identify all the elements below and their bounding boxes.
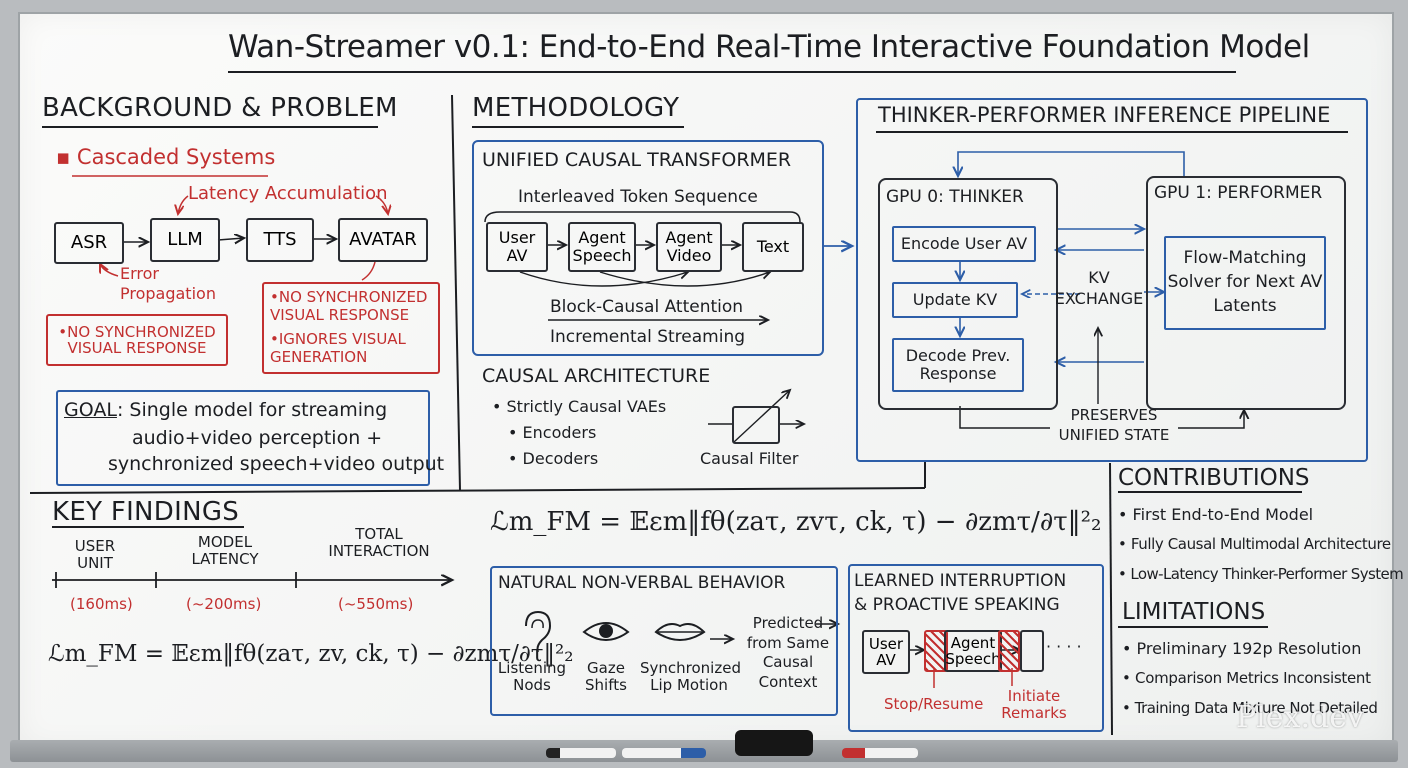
thinker-title: GPU 0: THINKER: [886, 187, 1024, 207]
tts-box: TTS: [246, 218, 314, 262]
continuation-dots: · · · ·: [1046, 637, 1082, 656]
goal-label: GOAL: [64, 399, 117, 421]
loss-equation-left: ℒm_FM = 𝔼εm‖fθ(zaτ, zv, ck, τ) − ∂zmτ/∂τ…: [48, 641, 574, 667]
whiteboard: [18, 12, 1394, 748]
contribution-3: • Low-Latency Thinker-Performer System: [1118, 565, 1404, 583]
encoders-item: • Encoders: [508, 423, 597, 442]
sequence-label: Interleaved Token Sequence: [518, 187, 758, 207]
findings-heading: KEY FINDINGS: [52, 497, 240, 527]
eraser[interactable]: [735, 730, 813, 756]
error-propagation: Error Propagation: [120, 264, 216, 303]
right-red-note: •NO SYNCHRONIZED VISUAL RESPONSE •IGNORE…: [262, 282, 440, 374]
total-interaction-label: TOTAL INTERACTION: [328, 525, 430, 560]
token-text: Text: [742, 222, 804, 272]
total-interaction-value: (~550ms): [338, 595, 414, 613]
interruption-heading-2: & PROACTIVE SPEAKING: [854, 595, 1060, 615]
thinker-box: [878, 178, 1058, 410]
red-marker[interactable]: [842, 748, 918, 758]
interruption-box: [848, 564, 1104, 732]
vae-item: • Strictly Causal VAEs: [492, 397, 667, 416]
lip-motion: Synchronized Lip Motion: [640, 659, 741, 694]
loss-equation-center: ℒm_FM = 𝔼εm‖fθ(zaτ, zvτ, ck, τ) − ∂zmτ/∂…: [490, 507, 1102, 537]
blue-marker[interactable]: [622, 748, 706, 758]
user-unit-value: (160ms): [70, 595, 133, 613]
predicted-label: Predicted from Same Causal Context: [746, 614, 830, 691]
methodology-heading: METHODOLOGY: [472, 93, 680, 123]
pipeline-box: [856, 98, 1368, 462]
nonverbal-heading: NATURAL NON-VERBAL BEHAVIOR: [498, 573, 786, 593]
token-agent-speech: Agent Speech: [568, 222, 636, 272]
avatar-box: AVATAR: [338, 218, 428, 262]
interrupt-agent-speech: Agent Speech: [944, 630, 1002, 672]
causal-filter-box: [732, 406, 780, 444]
stop-resume: Stop/Resume: [884, 695, 984, 713]
nonverbal-box: [490, 566, 838, 716]
initiate-hatch: [998, 630, 1020, 672]
listening-nods: Listening Nods: [497, 659, 567, 694]
kv-exchange: KV EXCHANGE: [1054, 268, 1144, 308]
lips-icon: [654, 623, 706, 641]
pipeline-heading: THINKER-PERFORMER INFERENCE PIPELINE: [878, 103, 1331, 127]
watermark: Plex.dev: [1236, 700, 1364, 735]
performer-title: GPU 1: PERFORMER: [1154, 183, 1323, 203]
user-unit-label: USER UNIT: [74, 537, 116, 572]
unified-transformer-box: [472, 140, 824, 356]
decoders-item: • Decoders: [508, 449, 599, 468]
encode-step: Encode User AV: [892, 226, 1036, 262]
causal-filter-label: Causal Filter: [700, 449, 799, 468]
model-latency-value: (~200ms): [186, 595, 262, 613]
contributions-heading: CONTRIBUTIONS: [1118, 465, 1310, 491]
uct-title: UNIFIED CAUSAL TRANSFORMER: [482, 149, 792, 171]
block-causal-label: Block-Causal Attention: [550, 297, 744, 317]
flow-matching-step: Flow-Matching Solver for Next AV Latents: [1164, 236, 1326, 330]
eye-icon: [582, 622, 630, 641]
model-latency-label: MODEL LATENCY: [191, 533, 259, 568]
next-token-box: [1020, 630, 1044, 672]
interrupt-user-av: User AV: [862, 630, 910, 674]
right-note-1: •NO SYNCHRONIZED VISUAL RESPONSE: [270, 288, 428, 324]
left-red-note: •NO SYNCHRONIZED VISUAL RESPONSE: [46, 314, 228, 366]
limitation-1: • Preliminary 192p Resolution: [1122, 639, 1362, 658]
token-user-av: User AV: [486, 222, 548, 272]
gaze-shifts: Gaze Shifts: [585, 659, 627, 694]
incremental-label: Incremental Streaming: [550, 327, 746, 347]
performer-box: [1146, 176, 1346, 410]
goal-box: GOAL: Single model for streaming audio+v…: [56, 390, 444, 486]
board-title: Wan-Streamer v0.1: End-to-End Real-Time …: [228, 29, 1310, 65]
cascaded-label: ▪ Cascaded Systems: [56, 145, 276, 169]
right-note-2: •IGNORES VISUAL GENERATION: [270, 330, 406, 366]
limitation-3: • Training Data Mixture Not Detailed: [1122, 699, 1378, 717]
background-heading: BACKGROUND & PROBLEM: [42, 93, 398, 123]
token-agent-video: Agent Video: [656, 222, 722, 272]
black-marker[interactable]: [546, 748, 616, 758]
contribution-1: • First End-to-End Model: [1118, 505, 1314, 524]
causal-arch-heading: CAUSAL ARCHITECTURE: [482, 365, 711, 387]
goal-text-2: audio+video perception +: [132, 427, 383, 449]
decode-step: Decode Prev. Response: [892, 338, 1024, 392]
asr-box: ASR: [54, 222, 124, 264]
initiate-remarks: Initiate Remarks: [1001, 687, 1067, 722]
latency-label: Latency Accumulation: [188, 183, 388, 204]
ear-icon: [525, 610, 552, 653]
goal-text-3: synchronized speech+video output: [108, 453, 445, 475]
limitations-heading: LIMITATIONS: [1122, 599, 1266, 625]
update-kv-step: Update KV: [892, 282, 1018, 318]
limitation-2: • Comparison Metrics Inconsistent: [1122, 669, 1371, 687]
preserves-label: PRESERVES UNIFIED STATE: [1058, 406, 1170, 444]
interruption-heading-1: LEARNED INTERRUPTION: [854, 571, 1067, 591]
goal-text-1: : Single model for streaming: [116, 399, 388, 421]
contribution-2: • Fully Causal Multimodal Architecture: [1118, 535, 1391, 553]
llm-box: LLM: [150, 218, 220, 262]
